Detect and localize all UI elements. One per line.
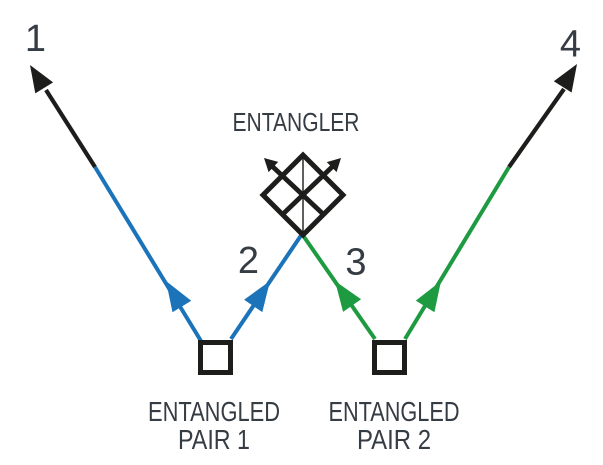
photon-path-3 (300, 232, 377, 341)
photon-4-label: 4 (560, 24, 581, 66)
photon-3-label: 3 (345, 242, 366, 284)
entangler-output-arrowhead-right-icon (326, 158, 341, 173)
photon-3-right-arrowhead-icon (415, 281, 441, 313)
entangled-pair-2-label-line1: ENTANGLED (329, 396, 460, 427)
photon-2-label: 2 (238, 240, 259, 282)
photon-3-beam-segment-right (403, 165, 511, 341)
photon-1-arrowhead-icon (30, 65, 54, 94)
entangler-output-arrowhead-left-icon (264, 158, 279, 173)
entangled-pair-2-label-line2: PAIR 2 (357, 424, 431, 455)
entangled-pair-1-source-icon (198, 340, 233, 375)
entangler-label: ENTANGLER (233, 107, 360, 137)
photon-3-left-arrowhead-icon (335, 281, 362, 312)
photon-1-beam-segment (44, 88, 97, 169)
entangled-pair-1-label-line1: ENTANGLED (148, 396, 280, 427)
entangled-pair-1-label-line2: PAIR 1 (178, 424, 250, 455)
photon-1-label: 1 (25, 18, 46, 60)
photon-2-right-arrowhead-icon (244, 281, 270, 313)
entangler-device (259, 151, 347, 239)
photon-2-beam-segment-left (93, 165, 203, 343)
photon-2-left-arrowhead-icon (166, 281, 192, 313)
entangler-output-shaft-left (271, 165, 325, 216)
photon-4-arrowhead-icon (553, 64, 577, 93)
photon-path-2 (229, 232, 304, 341)
entangled-pair-2-source-icon (372, 340, 407, 375)
entangler-output-shaft-right (281, 165, 334, 216)
photon-path-4 (403, 64, 577, 341)
photon-path-1 (30, 65, 203, 343)
photon-4-beam-segment (507, 87, 566, 169)
